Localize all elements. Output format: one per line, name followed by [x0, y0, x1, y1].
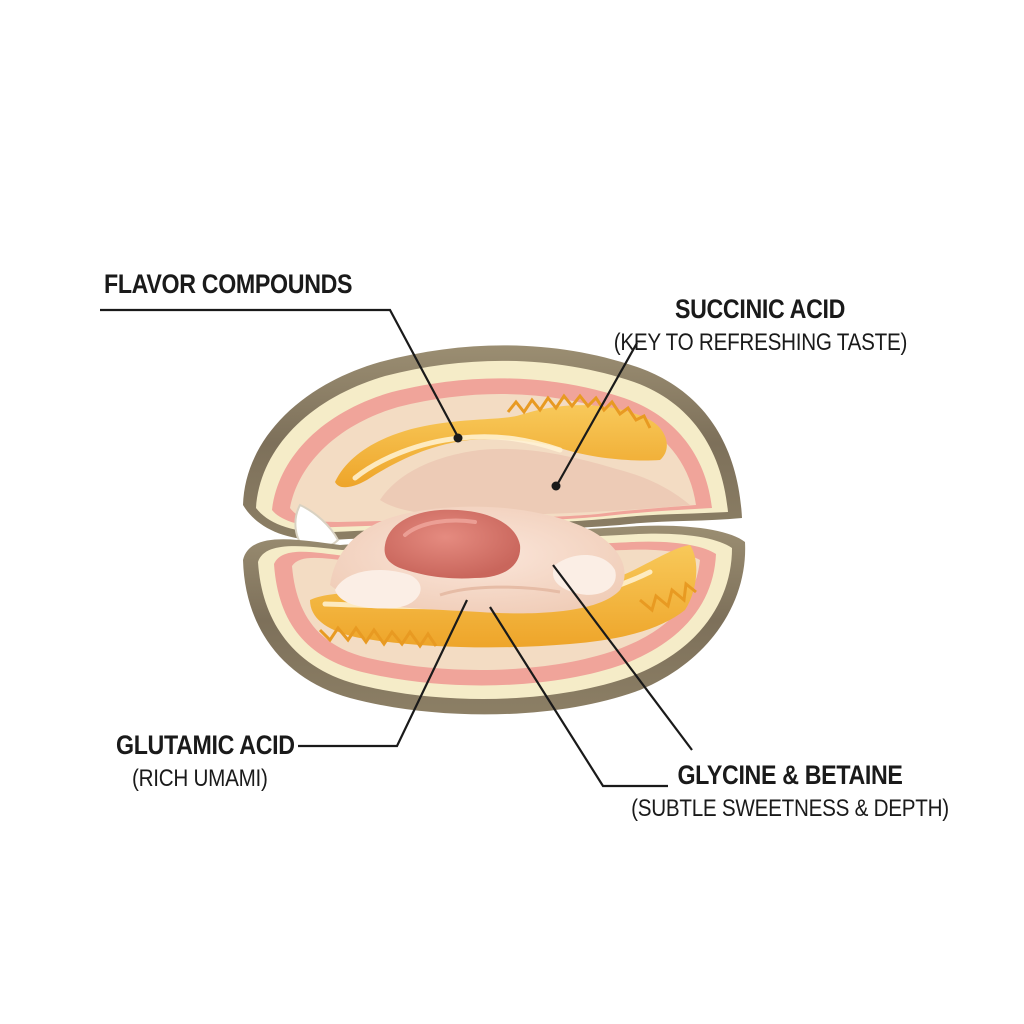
leader-succinic-acid — [556, 342, 638, 486]
label-glycine-betaine-note: (SUBTLE SWEETNESS & DEPTH) — [631, 795, 949, 822]
top-gill — [335, 405, 667, 488]
label-glutamic-acid-title: GLUTAMIC ACID — [116, 730, 295, 760]
body-fold — [439, 585, 561, 597]
leader-glutamic-acid — [298, 599, 468, 748]
clam-foot-highlight — [403, 518, 477, 537]
label-glycine-betaine-title: GLYCINE & BETAINE — [677, 760, 903, 790]
leader-glycine-betaine-a — [489, 606, 668, 788]
dot-flavor-compounds — [453, 433, 463, 443]
leader-glycine-betaine-b — [552, 564, 693, 751]
clam-body — [330, 506, 625, 614]
label-glutamic-acid: GLUTAMIC ACID (RICH UMAMI) — [116, 732, 324, 791]
dot-succinic-acid — [551, 481, 561, 491]
bottom-gill-fringe-right — [639, 581, 697, 613]
label-succinic-acid-note: (KEY TO REFRESHING TASTE) — [613, 329, 908, 356]
bottom-gill-fringe — [318, 625, 438, 649]
leader-flavor-compounds — [100, 308, 459, 438]
leader-dots — [453, 433, 561, 491]
label-flavor-compounds-title: FLAVOR COMPOUNDS — [104, 269, 353, 299]
body-lobe-left — [335, 570, 421, 609]
top-gill-fringe — [506, 393, 652, 429]
label-glutamic-acid-note: (RICH UMAMI) — [132, 765, 268, 792]
label-succinic-acid-title: SUCCINIC ACID — [674, 294, 846, 324]
leader-lines — [100, 308, 693, 788]
top-shell — [243, 345, 742, 541]
label-succinic-acid: SUCCINIC ACID (KEY TO REFRESHING TASTE) — [590, 296, 930, 355]
label-glycine-betaine: GLYCINE & BETAINE (SUBTLE SWEETNESS & DE… — [600, 762, 980, 821]
top-inner-membrane — [380, 448, 690, 516]
label-flavor-compounds: FLAVOR COMPOUNDS — [104, 271, 393, 298]
